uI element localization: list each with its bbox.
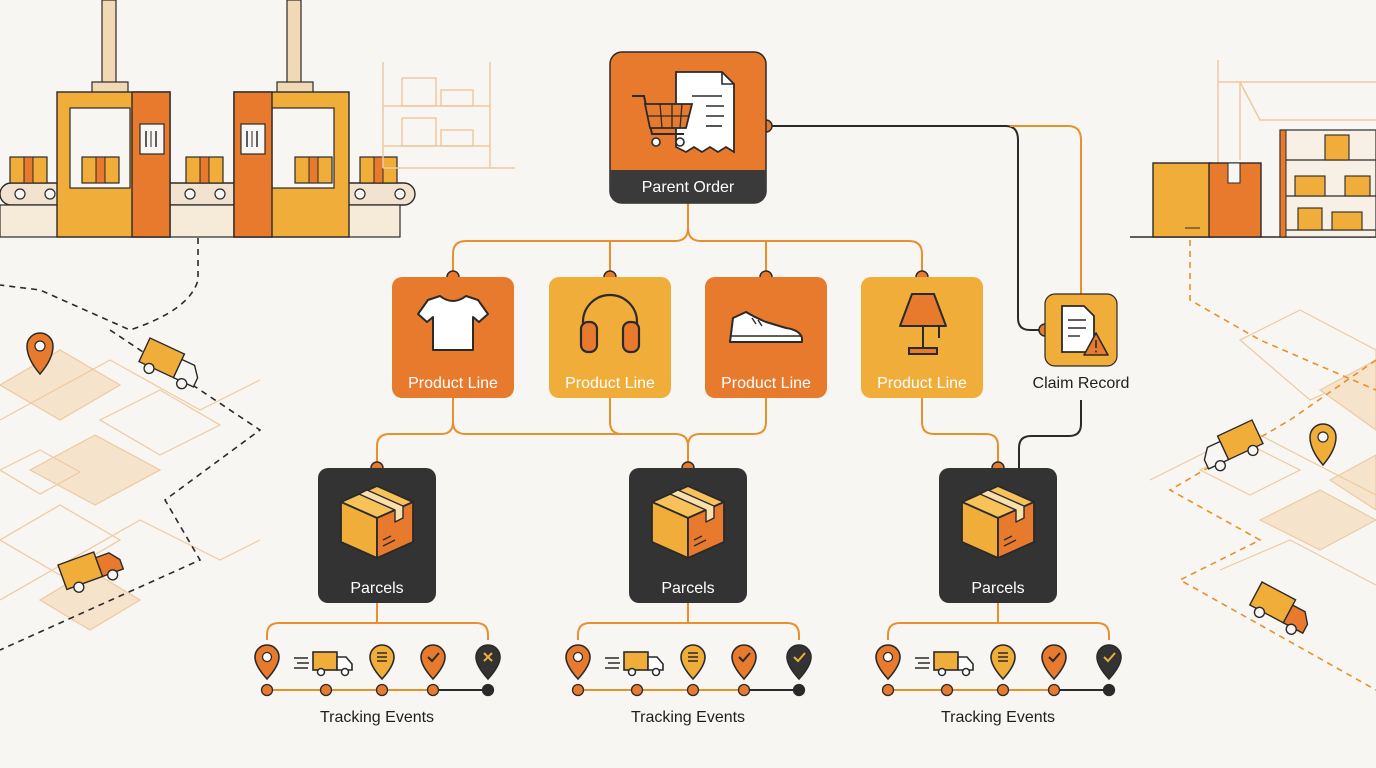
product-line-label: Product Line [565, 375, 655, 392]
timeline-dot [260, 683, 274, 697]
factory-conveyor-illustration [0, 0, 515, 238]
left-dashed-route-lower [0, 329, 262, 651]
map-location-pin-icon [1309, 423, 1337, 467]
info-pin-icon[interactable] [680, 644, 706, 681]
right-map-grid [1149, 309, 1376, 586]
left-dashed-route [0, 238, 199, 331]
product-line-node-1[interactable]: Product Line [392, 277, 514, 398]
timeline-dot [737, 683, 751, 697]
info-pin-icon[interactable] [369, 644, 395, 681]
check-pin-icon[interactable] [1041, 644, 1067, 681]
timeline-dot [481, 683, 495, 697]
delivery-truck-icon [138, 337, 199, 390]
claim-record-label: Claim Record [1033, 375, 1130, 392]
info-pin-icon[interactable] [990, 644, 1016, 681]
tracking-events-label: Tracking Events [941, 709, 1055, 726]
shopping-cart-receipt-icon [632, 71, 735, 154]
product-line-label: Product Line [877, 375, 967, 392]
timeline-dot [686, 683, 700, 697]
timeline-dot [792, 683, 806, 697]
map-location-pin-icon [26, 332, 54, 376]
box-icon [340, 485, 414, 559]
timeline-dot [630, 683, 644, 697]
check-pin-icon[interactable] [786, 644, 812, 681]
product-line-label: Product Line [721, 375, 811, 392]
timeline-dot [571, 683, 585, 697]
product-line-node-4[interactable]: Product Line [861, 277, 983, 398]
left-map-grid [0, 349, 261, 631]
box-icon [651, 485, 725, 559]
tracking-events-layer [254, 644, 1122, 697]
t-shirt-icon [417, 295, 489, 351]
delivery-truck-icon [1203, 419, 1264, 472]
parcel-node-3[interactable]: Parcels [939, 468, 1057, 603]
parcel-label: Parcels [661, 580, 714, 597]
parcel-node-2[interactable]: Parcels [629, 468, 747, 603]
parcel-label: Parcels [350, 580, 403, 597]
check-pin-icon[interactable] [420, 644, 446, 681]
tracking-events-label: Tracking Events [631, 709, 745, 726]
location-pin-icon[interactable] [254, 644, 280, 681]
document-warning-icon [1061, 305, 1109, 356]
product-line-label: Product Line [408, 375, 498, 392]
background-illustration [0, 0, 1376, 691]
location-pin-icon[interactable] [875, 644, 901, 681]
timeline-dot [940, 683, 954, 697]
location-pin-icon[interactable] [565, 644, 591, 681]
parent-order-label: Parent Order [642, 179, 735, 196]
sneaker-icon [729, 311, 803, 343]
lamp-icon [899, 293, 947, 355]
warehouse-illustration [1130, 60, 1376, 238]
timeline-dot [375, 683, 389, 697]
timeline-dot [426, 683, 440, 697]
delivery-truck-icon [1248, 581, 1309, 635]
product-line-node-3[interactable]: Product Line [705, 277, 827, 398]
timeline-dot [996, 683, 1010, 697]
claim-record-node[interactable]: Claim Record [1033, 293, 1130, 392]
check-pin-icon[interactable] [731, 644, 757, 681]
timeline-dot [1102, 683, 1116, 697]
truck-icon[interactable] [915, 651, 974, 677]
timeline-dot [1047, 683, 1061, 697]
check-pin-icon[interactable] [1096, 644, 1122, 681]
box-icon [961, 485, 1035, 559]
tracking-timeline-3 [875, 644, 1122, 697]
product-line-node-2[interactable]: Product Line [549, 277, 671, 398]
right-dashed-route [1189, 240, 1376, 391]
truck-icon[interactable] [605, 651, 664, 677]
tracking-events-label: Tracking Events [320, 709, 434, 726]
timeline-dot [881, 683, 895, 697]
parcel-label: Parcels [971, 580, 1024, 597]
parent-order-node[interactable]: Parent Order [609, 51, 767, 204]
tracking-timeline-1 [254, 644, 501, 697]
cross-pin-icon[interactable] [475, 644, 501, 681]
headphones-icon [579, 293, 641, 354]
timeline-dot [319, 683, 333, 697]
right-dashed-route-lower [1168, 359, 1376, 691]
parcel-node-1[interactable]: Parcels [318, 468, 436, 603]
truck-icon[interactable] [294, 651, 353, 677]
tracking-timeline-2 [565, 644, 812, 697]
delivery-truck-icon [57, 551, 125, 593]
